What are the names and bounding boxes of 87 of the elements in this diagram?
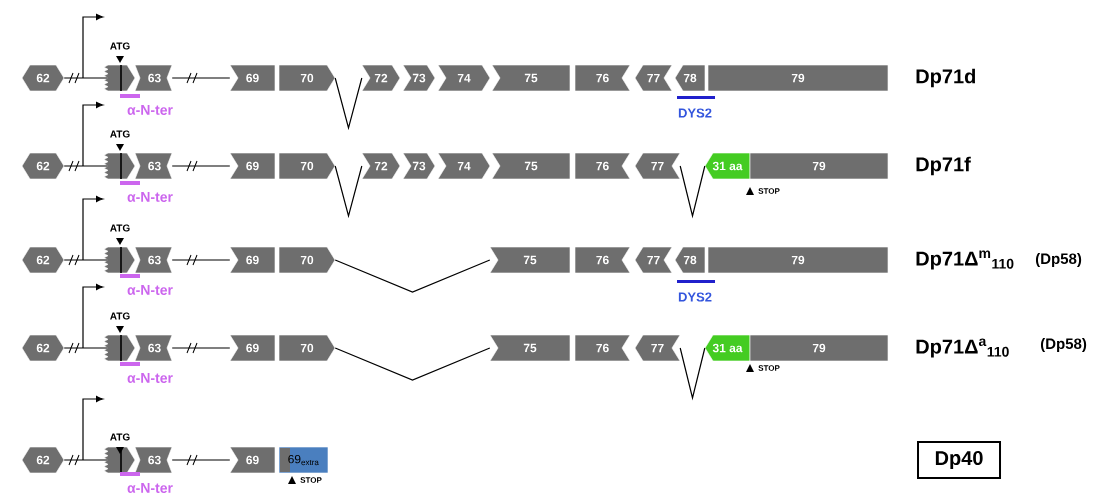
exon-block: 76 xyxy=(574,152,631,180)
alias-label: (Dp58) xyxy=(1040,338,1087,352)
exon-block: 69 xyxy=(229,334,276,362)
exon-block: 62 xyxy=(21,334,65,362)
exon-block: 72 xyxy=(361,152,401,180)
isoform-name: Dp71f xyxy=(916,156,971,176)
exon-block: 76 xyxy=(574,334,631,362)
domain-label: α-N-ter xyxy=(120,472,173,493)
exon-block: 63 xyxy=(134,64,173,92)
exon-block: 69$_{extra}$ xyxy=(278,446,329,474)
first-exon-block xyxy=(103,334,136,362)
first-exon-block xyxy=(103,446,136,474)
exon-block: 63 xyxy=(134,334,173,362)
intron-line xyxy=(171,165,231,167)
exon-block: 62 xyxy=(21,64,65,92)
exon-block: 69 xyxy=(229,446,276,474)
domain-label: α-N-ter xyxy=(120,181,173,202)
start-codon-label: ATG xyxy=(110,312,130,333)
exon-block: 69 xyxy=(229,64,276,92)
name-box: Dp40 xyxy=(917,441,1001,479)
splice-line xyxy=(334,347,491,381)
stop-label: STOP xyxy=(746,364,780,372)
isoform-name: Dp71d xyxy=(916,68,975,88)
exon-block: 69 xyxy=(229,152,276,180)
exon-block: 73 xyxy=(402,152,436,180)
exon-block: 76 xyxy=(574,246,631,274)
splice-line xyxy=(334,165,363,219)
start-codon-label: ATG xyxy=(110,433,130,454)
alias-label: (Dp58) xyxy=(1035,253,1082,267)
exon-block: 74 xyxy=(437,64,491,92)
exon-block: 75 xyxy=(491,64,571,92)
exon-block: 70 xyxy=(278,334,336,362)
stop-label: STOP xyxy=(288,476,322,484)
first-exon-block xyxy=(103,246,136,274)
isoform-name: Dp71Δ$^{m}$110 xyxy=(916,250,1014,270)
exon-block: 78 xyxy=(674,64,706,92)
exon-block: 63 xyxy=(134,152,173,180)
exon-block: 62 xyxy=(21,246,65,274)
splice-line xyxy=(679,347,706,401)
exon-block: 77 xyxy=(634,64,673,92)
exon-block: 77 xyxy=(634,246,673,274)
intron-line xyxy=(63,165,109,167)
exon-block: 77 xyxy=(634,334,681,362)
start-codon-label: ATG xyxy=(110,130,130,151)
intron-line xyxy=(171,347,231,349)
domain-label: α-N-ter xyxy=(120,94,173,115)
exon-block: 75 xyxy=(491,152,571,180)
start-codon-label: ATG xyxy=(110,224,130,245)
intron-line xyxy=(63,259,109,261)
epitope-label: DYS2 xyxy=(677,96,715,118)
splice-line xyxy=(334,77,363,131)
intron-line xyxy=(171,77,231,79)
exon-block: 70 xyxy=(278,246,336,274)
splice-line xyxy=(334,259,491,293)
exon-block: 74 xyxy=(437,152,491,180)
exon-block: 75 xyxy=(489,334,571,362)
exon-block: 31 aa xyxy=(704,152,751,180)
exon-block: 76 xyxy=(574,64,631,92)
exon-block: 70 xyxy=(278,152,336,180)
exon-block: 73 xyxy=(402,64,436,92)
intron-line xyxy=(63,77,109,79)
first-exon-block xyxy=(103,64,136,92)
epitope-label: DYS2 xyxy=(677,280,715,302)
domain-label: α-N-ter xyxy=(120,274,173,295)
exon-block: 70 xyxy=(278,64,336,92)
exon-block: 63 xyxy=(134,246,173,274)
exon-block: 62 xyxy=(21,446,65,474)
exon-block: 78 xyxy=(674,246,706,274)
exon-block: 72 xyxy=(361,64,401,92)
exon-block: 77 xyxy=(634,152,681,180)
isoform-name: Dp71Δ$^{a}$110 xyxy=(916,338,1009,358)
intron-line xyxy=(171,459,231,461)
intron-line xyxy=(171,259,231,261)
exon-block: 62 xyxy=(21,152,65,180)
exon-block: 69 xyxy=(229,246,276,274)
exon-block: 63 xyxy=(134,446,173,474)
exon-block: 79 xyxy=(749,334,889,362)
exon-block: 75 xyxy=(489,246,571,274)
splice-line xyxy=(679,165,706,219)
exon-block: 31 aa xyxy=(704,334,751,362)
first-exon-block xyxy=(103,152,136,180)
domain-label: α-N-ter xyxy=(120,362,173,383)
intron-line xyxy=(63,347,109,349)
stop-label: STOP xyxy=(746,187,780,195)
intron-line xyxy=(63,459,109,461)
start-codon-label: ATG xyxy=(110,42,130,63)
exon-block: 79 xyxy=(749,152,889,180)
